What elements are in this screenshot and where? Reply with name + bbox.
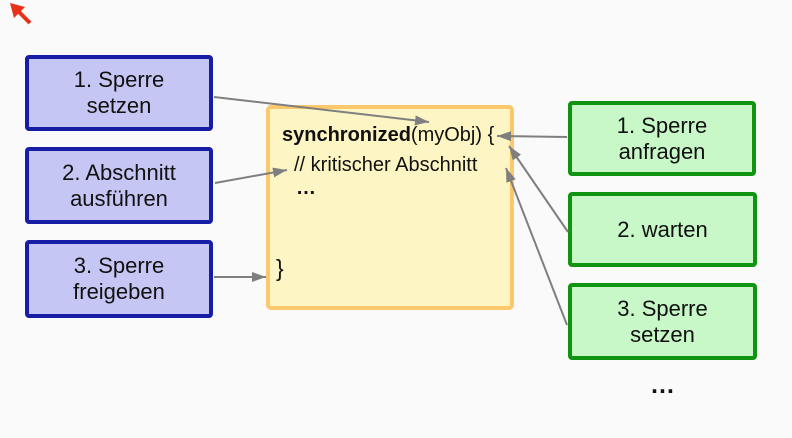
box-warten: 2. warten: [568, 192, 757, 267]
box-label-line: ausführen: [70, 185, 168, 211]
box-label-line: 1. Sperre: [73, 67, 165, 92]
box-label-line: setzen: [630, 321, 695, 347]
arrow-connector: [508, 145, 569, 233]
code-line-rest: (myObj) {: [410, 124, 495, 146]
box-abschnitt-ausfuehren: 2. Abschnitt ausführen: [25, 147, 213, 224]
box-sperre-setzen: 1. Sperre setzen: [25, 55, 213, 131]
box-label-line: 2. Abschnitt: [62, 159, 176, 185]
cursor-arrow-icon: [10, 3, 32, 25]
box-sperre-setzen-right: 3. Sperre setzen: [568, 283, 757, 360]
box-sperre-anfragen: 1. Sperre anfragen: [568, 101, 756, 176]
code-line-ellipsis: …: [296, 177, 316, 199]
box-label-line: 1. Sperre: [616, 112, 708, 138]
more-steps-ellipsis: …: [650, 371, 675, 399]
arrow-connector: [505, 167, 568, 326]
code-keyword: synchronized: [282, 124, 411, 146]
box-label-line: anfragen: [618, 138, 706, 164]
box-sperre-freigeben: 3. Sperre freigeben: [25, 240, 213, 318]
code-box: synchronized(myObj) { // kritischer Absc…: [266, 105, 514, 310]
box-label-line: 3. Sperre: [617, 295, 708, 321]
box-label-line: 2. warten: [617, 216, 708, 242]
box-label-line: 3. Sperre: [73, 253, 165, 278]
code-line-closing-brace: }: [276, 255, 284, 281]
code-line-comment: // kritischer Abschnitt: [294, 154, 478, 176]
box-label-line: freigeben: [73, 279, 165, 304]
code-line-synchronized: synchronized(myObj) {: [282, 124, 494, 147]
box-label-line: setzen: [86, 93, 152, 118]
